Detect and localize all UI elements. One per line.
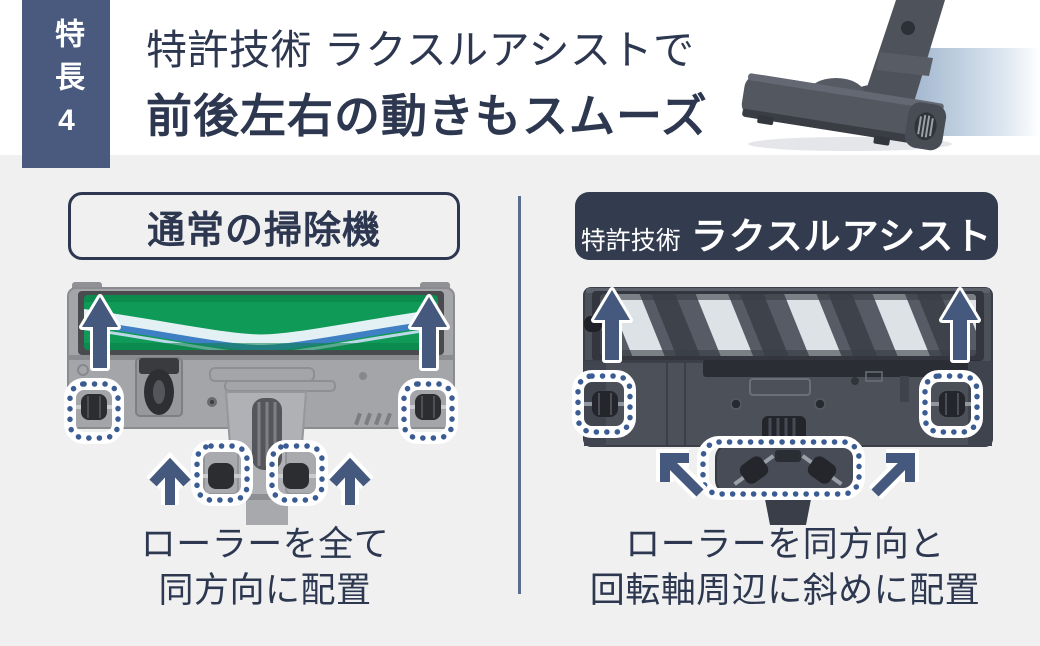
bottom-roller-left (201, 463, 241, 489)
corner-roller-left (582, 391, 628, 417)
raxle-assist-caption: ローラーを同方向と 回転軸周辺に斜めに配置 (535, 522, 1035, 614)
diagonal-up-left-arrow-icon (656, 449, 707, 500)
corner-roller-left (74, 394, 114, 420)
vent-dashes (354, 412, 392, 426)
raxle-assist-header-pill: 特許技術 ラクスルアシスト (575, 192, 998, 260)
vacuum-head-body (741, 73, 947, 151)
vacuum-wand (862, 0, 945, 112)
felt-strip (703, 360, 981, 377)
up-arrow-icon (408, 294, 450, 371)
vertical-divider (518, 196, 521, 594)
caption-line-1: ローラーを全て (140, 525, 390, 564)
corner-roller-right (408, 394, 448, 420)
raxle-assist-label: ラクスルアシスト (690, 216, 993, 257)
normal-vacuum-caption: ローラーを全て 同方向に配置 (40, 522, 490, 614)
vacuum-head-photo (741, 0, 1040, 151)
page-title: 特許技術 ラクスルアシストで 前後左右の動きもスムーズ (146, 16, 708, 146)
normal-vacuum-underside-illustration (64, 282, 458, 525)
up-arrow-icon (939, 287, 981, 363)
roller-highlight-boxes (64, 378, 458, 506)
tilted-roller-right (801, 454, 843, 486)
front-caster-wheel (135, 357, 183, 417)
up-arrow-icon (591, 287, 633, 363)
feature-number-label: 特長4 (50, 18, 83, 150)
diagonal-up-right-arrow-icon (868, 449, 919, 500)
feature-number-badge: 特長4 (22, 0, 110, 168)
up-arrow-icon (79, 294, 121, 371)
green-brush-roller (84, 295, 438, 350)
up-arrow-icon (146, 451, 194, 505)
roller-highlight-boxes (572, 370, 983, 500)
tilted-roller-left (733, 454, 775, 486)
caption-line-2: 回転軸周辺に斜めに配置 (589, 571, 981, 610)
caption-line-2: 同方向に配置 (158, 571, 372, 610)
title-line-1: 特許技術 ラクスルアシストで (146, 27, 695, 73)
title-line-2: 前後左右の動きもスムーズ (146, 90, 708, 142)
corner-roller-right (930, 391, 976, 417)
caption-line-1: ローラーを同方向と (625, 525, 945, 564)
bottom-roller-right (276, 463, 316, 489)
normal-vacuum-label: 通常の掃除機 (146, 209, 381, 252)
header: 特長4 特許技術 ラクスルアシストで 前後左右の動きもスムーズ (0, 0, 1040, 168)
raxle-assist-underside-illustration (572, 287, 993, 525)
normal-vacuum-header-box: 通常の掃除機 (68, 192, 460, 260)
diagonal-striped-brush-roller (600, 294, 976, 356)
patent-tech-label: 特許技術 (580, 227, 681, 255)
up-arrow-icon (326, 451, 374, 505)
